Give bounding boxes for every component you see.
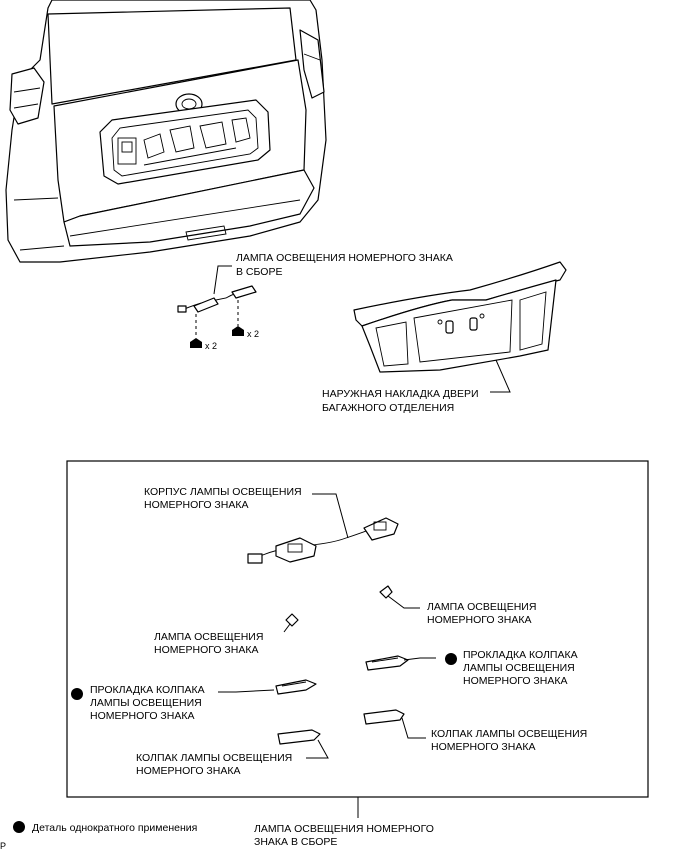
license-lamp-assembly-small [177,265,257,313]
label-bulb-left-line1: ЛАМПА ОСВЕЩЕНИЯ [154,631,263,643]
label-gasket-right-line3: НОМЕРНОГО ЗНАКА [463,675,567,687]
label-bulb-right-line2: НОМЕРНОГО ЗНАКА [427,614,531,626]
bulb-left [283,613,299,633]
gasket-right [365,655,436,671]
corner-mark: P [0,841,6,851]
label-lamp-assembly-line2: В СБОРЕ [236,266,282,278]
nonreusable-dot-left [71,688,83,700]
label-gasket-left-line1: ПРОКЛАДКА КОЛПАКА [90,684,205,696]
label-lamp-assembly-line1: ЛАМПА ОСВЕЩЕНИЯ НОМЕРНОГО ЗНАКА [236,252,453,264]
label-assembly-bottom-line1: ЛАМПА ОСВЕЩЕНИЯ НОМЕРНОГО [254,823,434,835]
lamp-housing [247,493,399,564]
detail-frame [66,460,649,798]
legend-nonreusable-dot [13,821,25,833]
bulb-right [379,585,420,609]
gasket-left [218,679,317,695]
label-garnish-line2: БАГАЖНОГО ОТДЕЛЕНИЯ [322,402,454,414]
back-door-garnish [353,261,567,393]
label-gasket-right-line2: ЛАМПЫ ОСВЕЩЕНИЯ [463,662,575,674]
vehicle-rear-illustration [5,0,327,263]
screw-qty-right: x 2 [247,329,259,339]
label-bulb-left-line2: НОМЕРНОГО ЗНАКА [154,644,258,656]
label-gasket-right-line1: ПРОКЛАДКА КОЛПАКА [463,649,578,661]
cover-right [363,709,426,739]
label-housing-line1: КОРПУС ЛАМПЫ ОСВЕЩЕНИЯ [144,486,302,498]
cover-left [277,729,329,759]
label-cover-left-line1: КОЛПАК ЛАМПЫ ОСВЕЩЕНИЯ [136,752,292,764]
label-bulb-right-line1: ЛАМПА ОСВЕЩЕНИЯ [427,601,536,613]
nonreusable-dot-right [445,653,457,665]
screw-group-left [190,314,202,348]
label-assembly-bottom-line2: ЗНАКА В СБОРЕ [254,836,337,848]
label-cover-right-line1: КОЛПАК ЛАМПЫ ОСВЕЩЕНИЯ [431,728,587,740]
label-garnish-line1: НАРУЖНАЯ НАКЛАДКА ДВЕРИ [322,388,479,400]
label-cover-right-line2: НОМЕРНОГО ЗНАКА [431,741,535,753]
screw-qty-left: x 2 [205,341,217,351]
label-cover-left-line2: НОМЕРНОГО ЗНАКА [136,765,240,777]
label-gasket-left-line3: НОМЕРНОГО ЗНАКА [90,710,194,722]
screw-group-right [232,300,244,336]
label-housing-line2: НОМЕРНОГО ЗНАКА [144,499,248,511]
label-gasket-left-line2: ЛАМПЫ ОСВЕЩЕНИЯ [90,697,202,709]
legend-nonreusable-text: Деталь однократного применения [32,822,197,834]
